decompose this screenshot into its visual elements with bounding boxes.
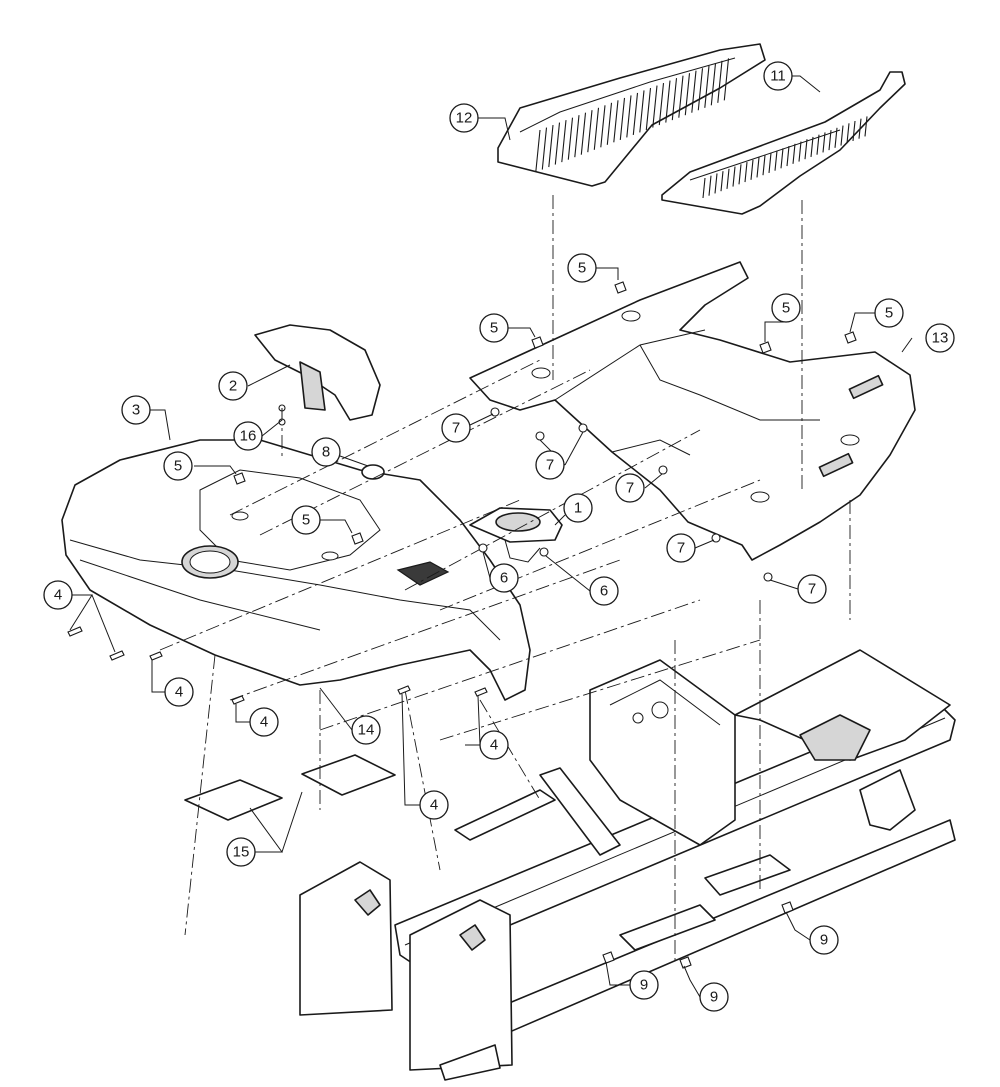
callout-5-d: 5	[874, 298, 904, 328]
svg-text:16: 16	[240, 428, 257, 445]
fuel-cap	[361, 464, 385, 480]
callout-7-e: 7	[797, 574, 827, 604]
callout-13: 13	[925, 323, 955, 353]
callout-14: 14	[351, 715, 381, 745]
svg-text:1: 1	[574, 500, 582, 517]
svg-text:5: 5	[782, 300, 790, 317]
callout-12: 12	[449, 103, 479, 133]
chassis-frame	[299, 649, 956, 1081]
callout-8: 8	[311, 437, 341, 467]
svg-text:5: 5	[302, 512, 310, 529]
foot-mat-left	[497, 43, 766, 187]
svg-text:4: 4	[54, 587, 62, 604]
callout-2: 2	[218, 371, 248, 401]
svg-text:9: 9	[820, 932, 828, 949]
svg-text:4: 4	[490, 737, 498, 754]
svg-text:4: 4	[430, 797, 438, 814]
callout-6-b: 6	[589, 576, 619, 606]
svg-text:7: 7	[452, 420, 460, 437]
svg-text:6: 6	[600, 583, 608, 600]
svg-text:4: 4	[260, 714, 268, 731]
callout-11: 11	[763, 61, 793, 91]
callout-7-d: 7	[666, 533, 696, 563]
shift-plate	[469, 507, 563, 563]
callout-4-d: 4	[479, 730, 509, 760]
svg-text:7: 7	[677, 540, 685, 557]
callout-7-a: 7	[441, 413, 471, 443]
svg-text:4: 4	[175, 684, 183, 701]
callout-9-a: 9	[809, 925, 839, 955]
assembly-centerlines	[159, 195, 851, 960]
callout-16: 16	[233, 421, 263, 451]
callout-7-c: 7	[615, 473, 645, 503]
callout-5-b: 5	[479, 313, 509, 343]
callout-5-c: 5	[771, 293, 801, 323]
callout-7-b: 7	[535, 450, 565, 480]
svg-text:13: 13	[932, 330, 949, 347]
svg-text:5: 5	[490, 320, 498, 337]
callout-4-b: 4	[164, 677, 194, 707]
svg-text:5: 5	[578, 260, 586, 277]
callout-5-a: 5	[567, 253, 597, 283]
svg-text:14: 14	[358, 722, 375, 739]
callout-9-b: 9	[629, 970, 659, 1000]
callout-9-c: 9	[699, 982, 729, 1012]
callout-6-a: 6	[489, 563, 519, 593]
callout-5-e: 5	[163, 451, 193, 481]
foot-deck-panel	[469, 261, 916, 561]
callout-3: 3	[121, 395, 151, 425]
svg-text:2: 2	[229, 378, 237, 395]
svg-text:7: 7	[546, 457, 554, 474]
svg-text:6: 6	[500, 570, 508, 587]
fasteners	[67, 281, 857, 969]
foot-mat-right	[661, 71, 906, 215]
callout-5-f: 5	[291, 505, 321, 535]
callout-4-e: 4	[419, 790, 449, 820]
svg-text:7: 7	[626, 480, 634, 497]
callout-4-c: 4	[249, 707, 279, 737]
svg-text:7: 7	[808, 581, 816, 598]
callout-1: 1	[563, 493, 593, 523]
svg-text:9: 9	[710, 989, 718, 1006]
svg-text:15: 15	[233, 844, 250, 861]
seat-bracket	[254, 324, 381, 421]
svg-text:5: 5	[885, 305, 893, 322]
body-shroud	[61, 439, 531, 701]
svg-text:3: 3	[132, 402, 140, 419]
svg-text:11: 11	[770, 68, 786, 85]
svg-text:5: 5	[174, 458, 182, 475]
bumper-plates	[184, 754, 396, 821]
svg-text:9: 9	[640, 977, 648, 994]
callout-15: 15	[226, 837, 256, 867]
callout-4-a: 4	[43, 580, 73, 610]
svg-text:12: 12	[456, 110, 473, 127]
svg-text:8: 8	[322, 444, 330, 461]
